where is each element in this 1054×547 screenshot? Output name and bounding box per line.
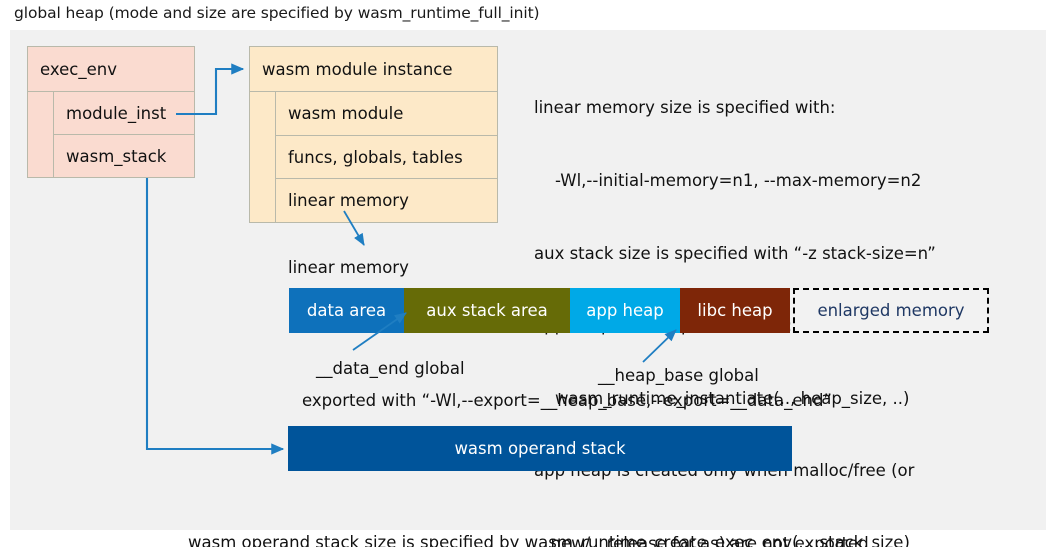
- page-title: global heap (mode and size are specified…: [14, 4, 540, 22]
- note-line-6: __new/__release for as) are not exported: [534, 534, 869, 547]
- operand-stack-caption-line-0: wasm operand stack size is specified by …: [188, 533, 910, 547]
- memory-segment-app-heap: app heap: [570, 288, 680, 333]
- memory-segment-libc-heap: libc heap: [680, 288, 790, 333]
- annotation-heap-base: __heap_base global: [598, 366, 759, 385]
- exec-env-header: exec_env: [28, 47, 194, 92]
- annotation-exported-with: exported with “-Wl,--export=__heap_base,…: [302, 391, 832, 410]
- exec-env-rows: module_inst wasm_stack: [54, 92, 194, 177]
- module-instance-header: wasm module instance: [250, 47, 497, 92]
- note-line-0: linear memory size is specified with:: [534, 98, 836, 118]
- operand-stack-caption: wasm operand stack size is specified by …: [188, 483, 910, 547]
- wasm-operand-stack-box: wasm operand stack: [288, 426, 792, 471]
- module-instance-row-linear-memory: linear memory: [276, 179, 497, 223]
- module-instance-row-funcs-globals-tables: funcs, globals, tables: [276, 135, 497, 180]
- linear-memory-bar: data area aux stack area app heap libc h…: [289, 288, 989, 333]
- annotation-data-end: __data_end global: [316, 359, 465, 378]
- exec-env-body: module_inst wasm_stack: [28, 92, 194, 177]
- memory-segment-data-area: data area: [289, 288, 404, 333]
- module-instance-box: wasm module instance wasm module funcs, …: [249, 46, 498, 223]
- note-line-2: aux stack size is specified with “-z sta…: [534, 243, 936, 263]
- exec-env-row-wasm-stack: wasm_stack: [54, 135, 194, 177]
- memory-segment-aux-stack-area: aux stack area: [404, 288, 570, 333]
- note-line-4: wasm_runtime_instantiate(.., heap_size, …: [534, 388, 910, 408]
- exec-env-box: exec_env module_inst wasm_stack: [27, 46, 195, 178]
- exec-env-gutter: [28, 92, 54, 177]
- module-instance-row-wasm-module: wasm module: [276, 92, 497, 136]
- exec-env-row-module-inst: module_inst: [54, 92, 194, 135]
- memory-segment-enlarged-memory: enlarged memory: [793, 288, 989, 333]
- module-instance-body: wasm module funcs, globals, tables linea…: [250, 92, 497, 223]
- linear-memory-label: linear memory: [288, 258, 409, 277]
- note-line-1: -Wl,--initial-memory=n1, --max-memory=n2: [534, 171, 922, 191]
- module-instance-gutter: [250, 92, 276, 222]
- module-instance-rows: wasm module funcs, globals, tables linea…: [276, 92, 497, 223]
